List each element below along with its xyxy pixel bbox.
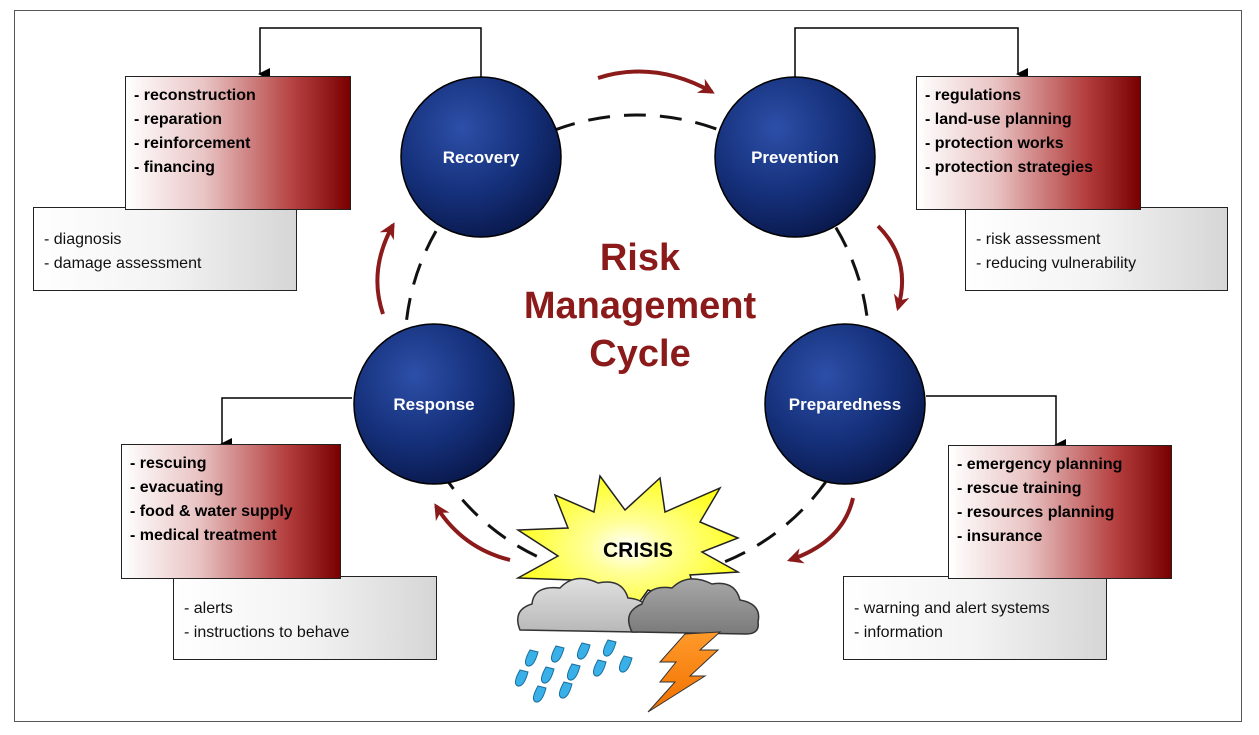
list-item: - evacuating	[130, 479, 224, 496]
list-item: - alerts	[184, 600, 233, 617]
crisis-graphic: CRISIS	[514, 474, 760, 713]
list-item: - emergency planning	[957, 456, 1123, 473]
rain-drops-icon	[514, 639, 633, 703]
list-item: - information	[854, 624, 943, 641]
prevention-label: Prevention	[751, 148, 839, 167]
preparedness-circle	[764, 323, 926, 485]
crisis-label: CRISIS	[603, 539, 673, 562]
list-item: - damage assessment	[44, 255, 202, 272]
title-line-2: Management	[524, 285, 757, 327]
list-item: - land-use planning	[925, 111, 1072, 128]
list-item: - reconstruction	[134, 87, 256, 104]
list-item: - diagnosis	[44, 231, 122, 248]
response-actions-box: - rescuing - evacuating - food & water s…	[121, 444, 341, 579]
response-circle	[353, 323, 515, 485]
list-item: - food & water supply	[130, 503, 293, 520]
recovery-notes-box: - diagnosis - damage assessment	[33, 207, 297, 291]
arrow-response-to-recovery	[375, 222, 395, 315]
recovery-circle	[400, 76, 562, 238]
arrow-prevention-to-preparedness	[876, 224, 910, 312]
arrow-recovery-to-prevention	[597, 69, 715, 94]
connector-prevention	[794, 27, 1028, 105]
list-item: - reducing vulnerability	[976, 255, 1137, 272]
preparedness-label: Preparedness	[789, 395, 901, 414]
list-item: - rescuing	[130, 455, 207, 472]
connector-recovery	[258, 27, 482, 80]
list-item: - instructions to behave	[184, 624, 350, 641]
preparedness-notes-box: - warning and alert systems - informatio…	[843, 576, 1107, 660]
prevention-notes-box: - risk assessment - reducing vulnerabili…	[965, 207, 1228, 291]
response-label: Response	[393, 395, 474, 414]
list-item: - financing	[134, 159, 215, 176]
preparedness-actions-box: - emergency planning - rescue training -…	[948, 445, 1172, 579]
response-notes-box: - alerts - instructions to behave	[173, 576, 437, 660]
arrow-preparedness-to-crisis	[786, 497, 855, 564]
recovery-label: Recovery	[443, 148, 520, 167]
dark-cloud	[627, 578, 760, 635]
list-item: - rescue training	[957, 480, 1082, 497]
list-item: - warning and alert systems	[854, 600, 1050, 617]
connector-preparedness	[926, 395, 1066, 451]
list-item: - insurance	[957, 528, 1043, 545]
title-line-1: Risk	[600, 237, 681, 279]
list-item: - protection works	[925, 135, 1064, 152]
lightning-bolt-icon	[647, 631, 722, 713]
prevention-actions-box: - regulations - land-use planning - prot…	[916, 76, 1141, 210]
list-item: - protection strategies	[925, 159, 1094, 176]
list-item: - reinforcement	[134, 135, 251, 152]
prevention-circle	[714, 76, 876, 238]
recovery-actions-box: - reconstruction - reparation - reinforc…	[125, 76, 351, 210]
title-line-3: Cycle	[589, 333, 690, 375]
list-item: - resources planning	[957, 504, 1115, 521]
list-item: - risk assessment	[976, 231, 1101, 248]
list-item: - reparation	[134, 111, 223, 128]
diagram-frame	[14, 10, 1242, 722]
list-item: - regulations	[925, 87, 1022, 104]
arrow-crisis-to-response	[434, 503, 511, 562]
list-item: - medical treatment	[130, 527, 277, 544]
connector-response	[220, 397, 352, 450]
